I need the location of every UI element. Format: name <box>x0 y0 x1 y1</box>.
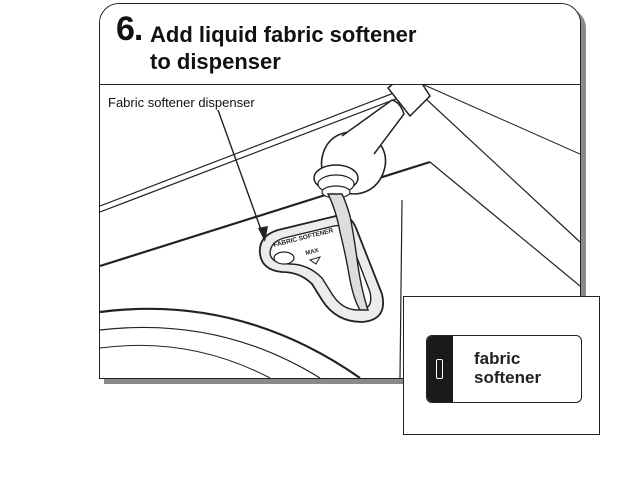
max-arrow-icon <box>308 256 322 265</box>
fabric-softener-indicator: fabric softener <box>426 335 582 403</box>
instruction-card: FABRIC SOFTENER MAX 6. Add liquid fabric… <box>99 3 581 379</box>
step-title-line2: to dispenser <box>150 49 281 74</box>
indicator-label-line1: fabric <box>474 349 521 368</box>
indicator-light-icon <box>436 359 443 379</box>
softener-bottle-icon <box>313 66 431 199</box>
control-panel-inset: fabric softener <box>403 296 600 435</box>
step-header: 6. Add liquid fabric softener to dispens… <box>100 4 580 85</box>
callout-label: Fabric softener dispenser <box>108 95 255 110</box>
indicator-label: fabric softener <box>474 349 574 387</box>
dispenser-max-label: MAX <box>305 248 319 257</box>
indicator-label-line2: softener <box>474 368 542 387</box>
indicator-tab <box>427 336 453 402</box>
callout-arrow <box>217 109 265 239</box>
liquid-stream <box>326 193 369 311</box>
step-number: 6. <box>116 10 143 48</box>
step-title-line1: Add liquid fabric softener <box>150 22 417 47</box>
